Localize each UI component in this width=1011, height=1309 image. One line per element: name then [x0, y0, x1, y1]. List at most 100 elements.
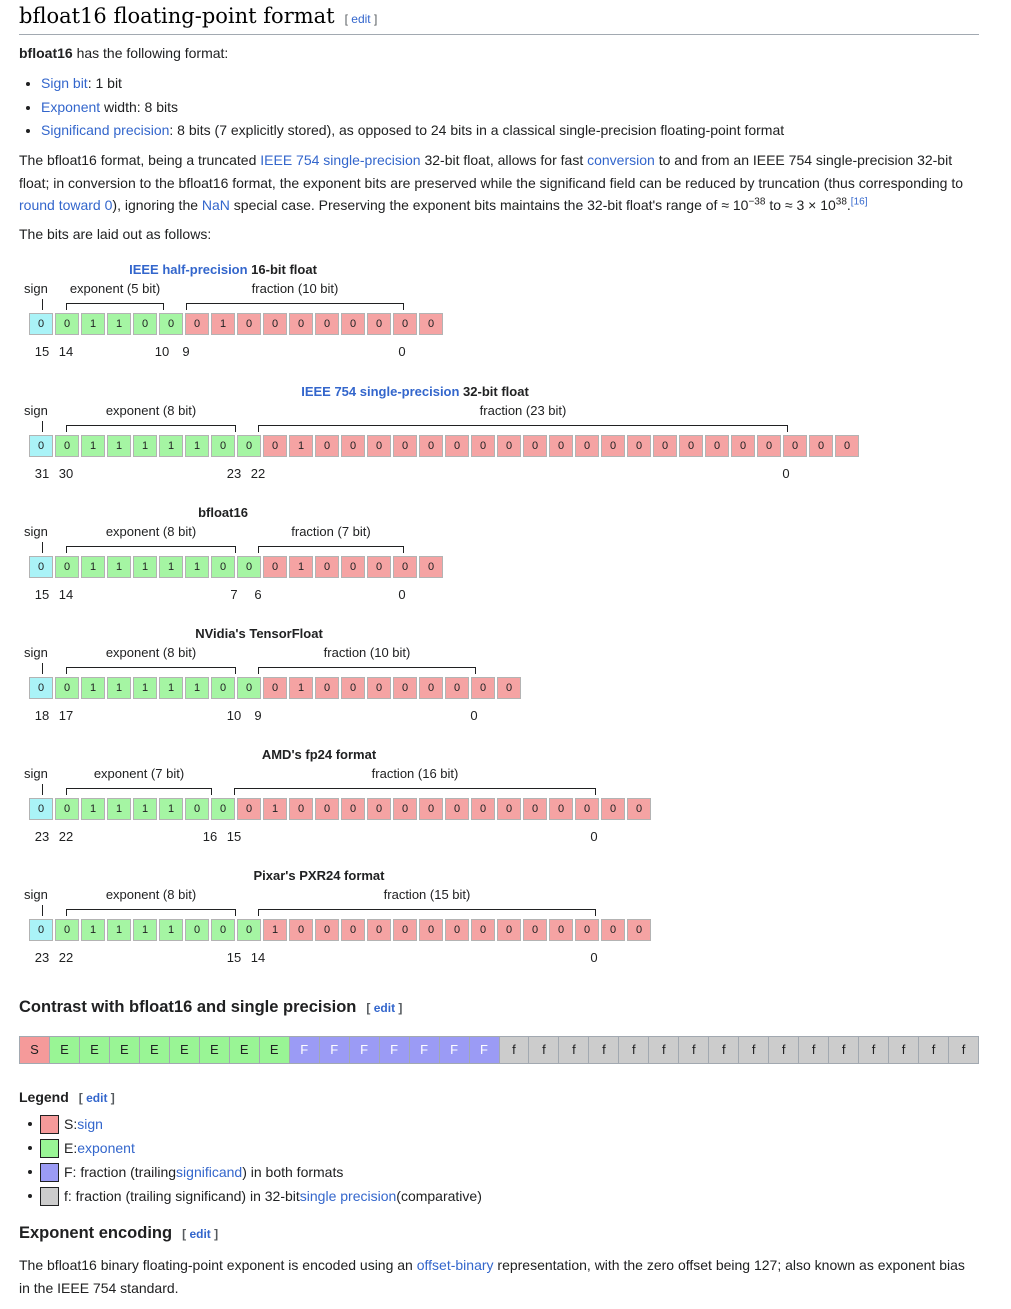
exponent-link[interactable]: Exponent: [41, 98, 101, 115]
contrast-cell: E: [79, 1036, 110, 1064]
diagram-caption: AMD's fp24 format: [262, 747, 376, 762]
fraction-bit-cell: 0: [367, 677, 391, 699]
exponent-bit-cell: 1: [159, 556, 183, 578]
fraction-bracket: [234, 788, 596, 795]
fraction-bit-cell: 0: [471, 919, 495, 941]
fraction-bit-cell: 0: [497, 919, 521, 941]
sign-tick: [42, 663, 43, 674]
bit-index: 15: [226, 950, 242, 965]
legend-link[interactable]: significand: [176, 1164, 243, 1180]
legend-link[interactable]: sign: [77, 1116, 103, 1132]
bit-index: 23: [226, 466, 242, 481]
list-item: Significand precision: 8 bits (7 explici…: [41, 119, 981, 143]
exponent-bit-cell: 0: [237, 435, 261, 457]
ieee754-single-link[interactable]: IEEE 754 single-precision: [260, 152, 421, 168]
fraction-label: fraction (15 bit): [383, 887, 471, 902]
round-toward-zero-link[interactable]: round toward 0: [19, 197, 113, 213]
exponent-bit-cell: 0: [185, 919, 209, 941]
bit-index: 15: [34, 587, 50, 602]
fraction-bit-cell: 0: [263, 435, 287, 457]
fraction-bit-cell: 0: [393, 798, 417, 820]
fraction-bit-cell: 0: [471, 435, 495, 457]
contrast-cell: E: [169, 1036, 200, 1064]
fraction-bit-cell: 0: [419, 798, 443, 820]
offset-binary-link[interactable]: offset-binary: [416, 1257, 494, 1273]
fraction-bit-cell: 0: [445, 798, 469, 820]
fraction-bit-cell: 0: [601, 435, 625, 457]
fraction-bit-cell: 0: [549, 919, 573, 941]
list-item: Exponent width: 8 bits: [41, 96, 981, 120]
fraction-bit-cell: 0: [445, 677, 469, 699]
diagram-caption-link[interactable]: IEEE half-precision: [129, 262, 248, 277]
legend-suffix: ) in both formats: [242, 1164, 344, 1180]
fraction-bit-cell: 0: [341, 798, 365, 820]
exponent-encoding-heading: Exponent encoding[ edit ]: [19, 1224, 219, 1242]
legend-link[interactable]: exponent: [77, 1140, 135, 1156]
exponent-bit-cell: 0: [185, 798, 209, 820]
contrast-cell: f: [889, 1036, 920, 1064]
exponent-label: exponent (5 bit): [69, 281, 161, 296]
format-bullet-list: Sign bit: 1 bit Exponent width: 8 bits S…: [19, 72, 981, 143]
fraction-bit-cell: 0: [809, 435, 833, 457]
sign-label: sign: [24, 766, 48, 781]
edit-link[interactable]: [ edit ]: [182, 1227, 219, 1241]
fraction-bit-cell: 0: [497, 435, 521, 457]
section-title: bfloat16 floating-point format[ edit ]: [19, 4, 378, 28]
edit-link[interactable]: [ edit ]: [78, 1091, 115, 1105]
bit-index: 0: [590, 829, 598, 844]
exponent-bit-cell: 1: [107, 556, 131, 578]
legend-swatch: [40, 1186, 59, 1206]
exponent-bracket: [66, 909, 236, 916]
fraction-bit-cell: 0: [601, 798, 625, 820]
sign-label: sign: [24, 524, 48, 539]
contrast-cell: f: [619, 1036, 650, 1064]
bit-index: 23: [34, 829, 50, 844]
fraction-bit-cell: 0: [315, 313, 339, 335]
fraction-bit-cell: 0: [731, 435, 755, 457]
diagram-caption: Pixar's PXR24 format: [254, 868, 385, 883]
title-rule: [19, 34, 979, 35]
exponent-label: exponent (8 bit): [105, 524, 197, 539]
fraction-bit-cell: 0: [393, 313, 417, 335]
legend-item: E: exponent: [28, 1137, 135, 1159]
bit-index: 9: [182, 344, 190, 359]
bit-index: 16: [202, 829, 218, 844]
reference-link[interactable]: [16]: [850, 196, 868, 208]
significand-precision-link[interactable]: Significand precision: [41, 122, 170, 138]
sign-label: sign: [24, 403, 48, 418]
sign-label: sign: [24, 887, 48, 902]
exponent-label: exponent (7 bit): [93, 766, 185, 781]
fraction-bit-cell: 0: [315, 435, 339, 457]
fraction-bit-cell: 1: [289, 677, 313, 699]
edit-link[interactable]: [ edit ]: [366, 1001, 403, 1015]
edit-link[interactable]: [ edit ]: [344, 12, 378, 26]
contrast-cell: E: [229, 1036, 260, 1064]
sign-bit-cell: 0: [29, 313, 53, 335]
fraction-bit-cell: 0: [341, 313, 365, 335]
conversion-link[interactable]: conversion: [587, 152, 655, 168]
legend-prefix: E:: [64, 1140, 78, 1156]
contrast-cell: F: [319, 1036, 350, 1064]
fraction-bracket: [258, 667, 476, 674]
sign-bit-link[interactable]: Sign bit: [41, 75, 88, 91]
contrast-cell: f: [559, 1036, 590, 1064]
legend-item: S: sign: [28, 1113, 103, 1135]
contrast-cell: f: [919, 1036, 950, 1064]
nan-link[interactable]: NaN: [201, 197, 230, 213]
fraction-bit-cell: 0: [237, 313, 261, 335]
fraction-bit-cell: 0: [393, 556, 417, 578]
bit-index: 14: [58, 344, 74, 359]
diagram-caption: bfloat16: [198, 505, 248, 520]
legend-link[interactable]: single precision: [299, 1188, 397, 1204]
bit-index: 14: [250, 950, 266, 965]
sign-bit-cell: 0: [29, 435, 53, 457]
fraction-bit-cell: 0: [393, 677, 417, 699]
exponent-bit-cell: 1: [133, 556, 157, 578]
fraction-bit-cell: 0: [263, 677, 287, 699]
contrast-cell: f: [829, 1036, 860, 1064]
diagram-caption-link[interactable]: IEEE 754 single-precision: [301, 384, 460, 399]
exponent-bit-cell: 1: [107, 435, 131, 457]
fraction-bit-cell: 0: [263, 556, 287, 578]
exponent-bit-cell: 0: [55, 435, 79, 457]
